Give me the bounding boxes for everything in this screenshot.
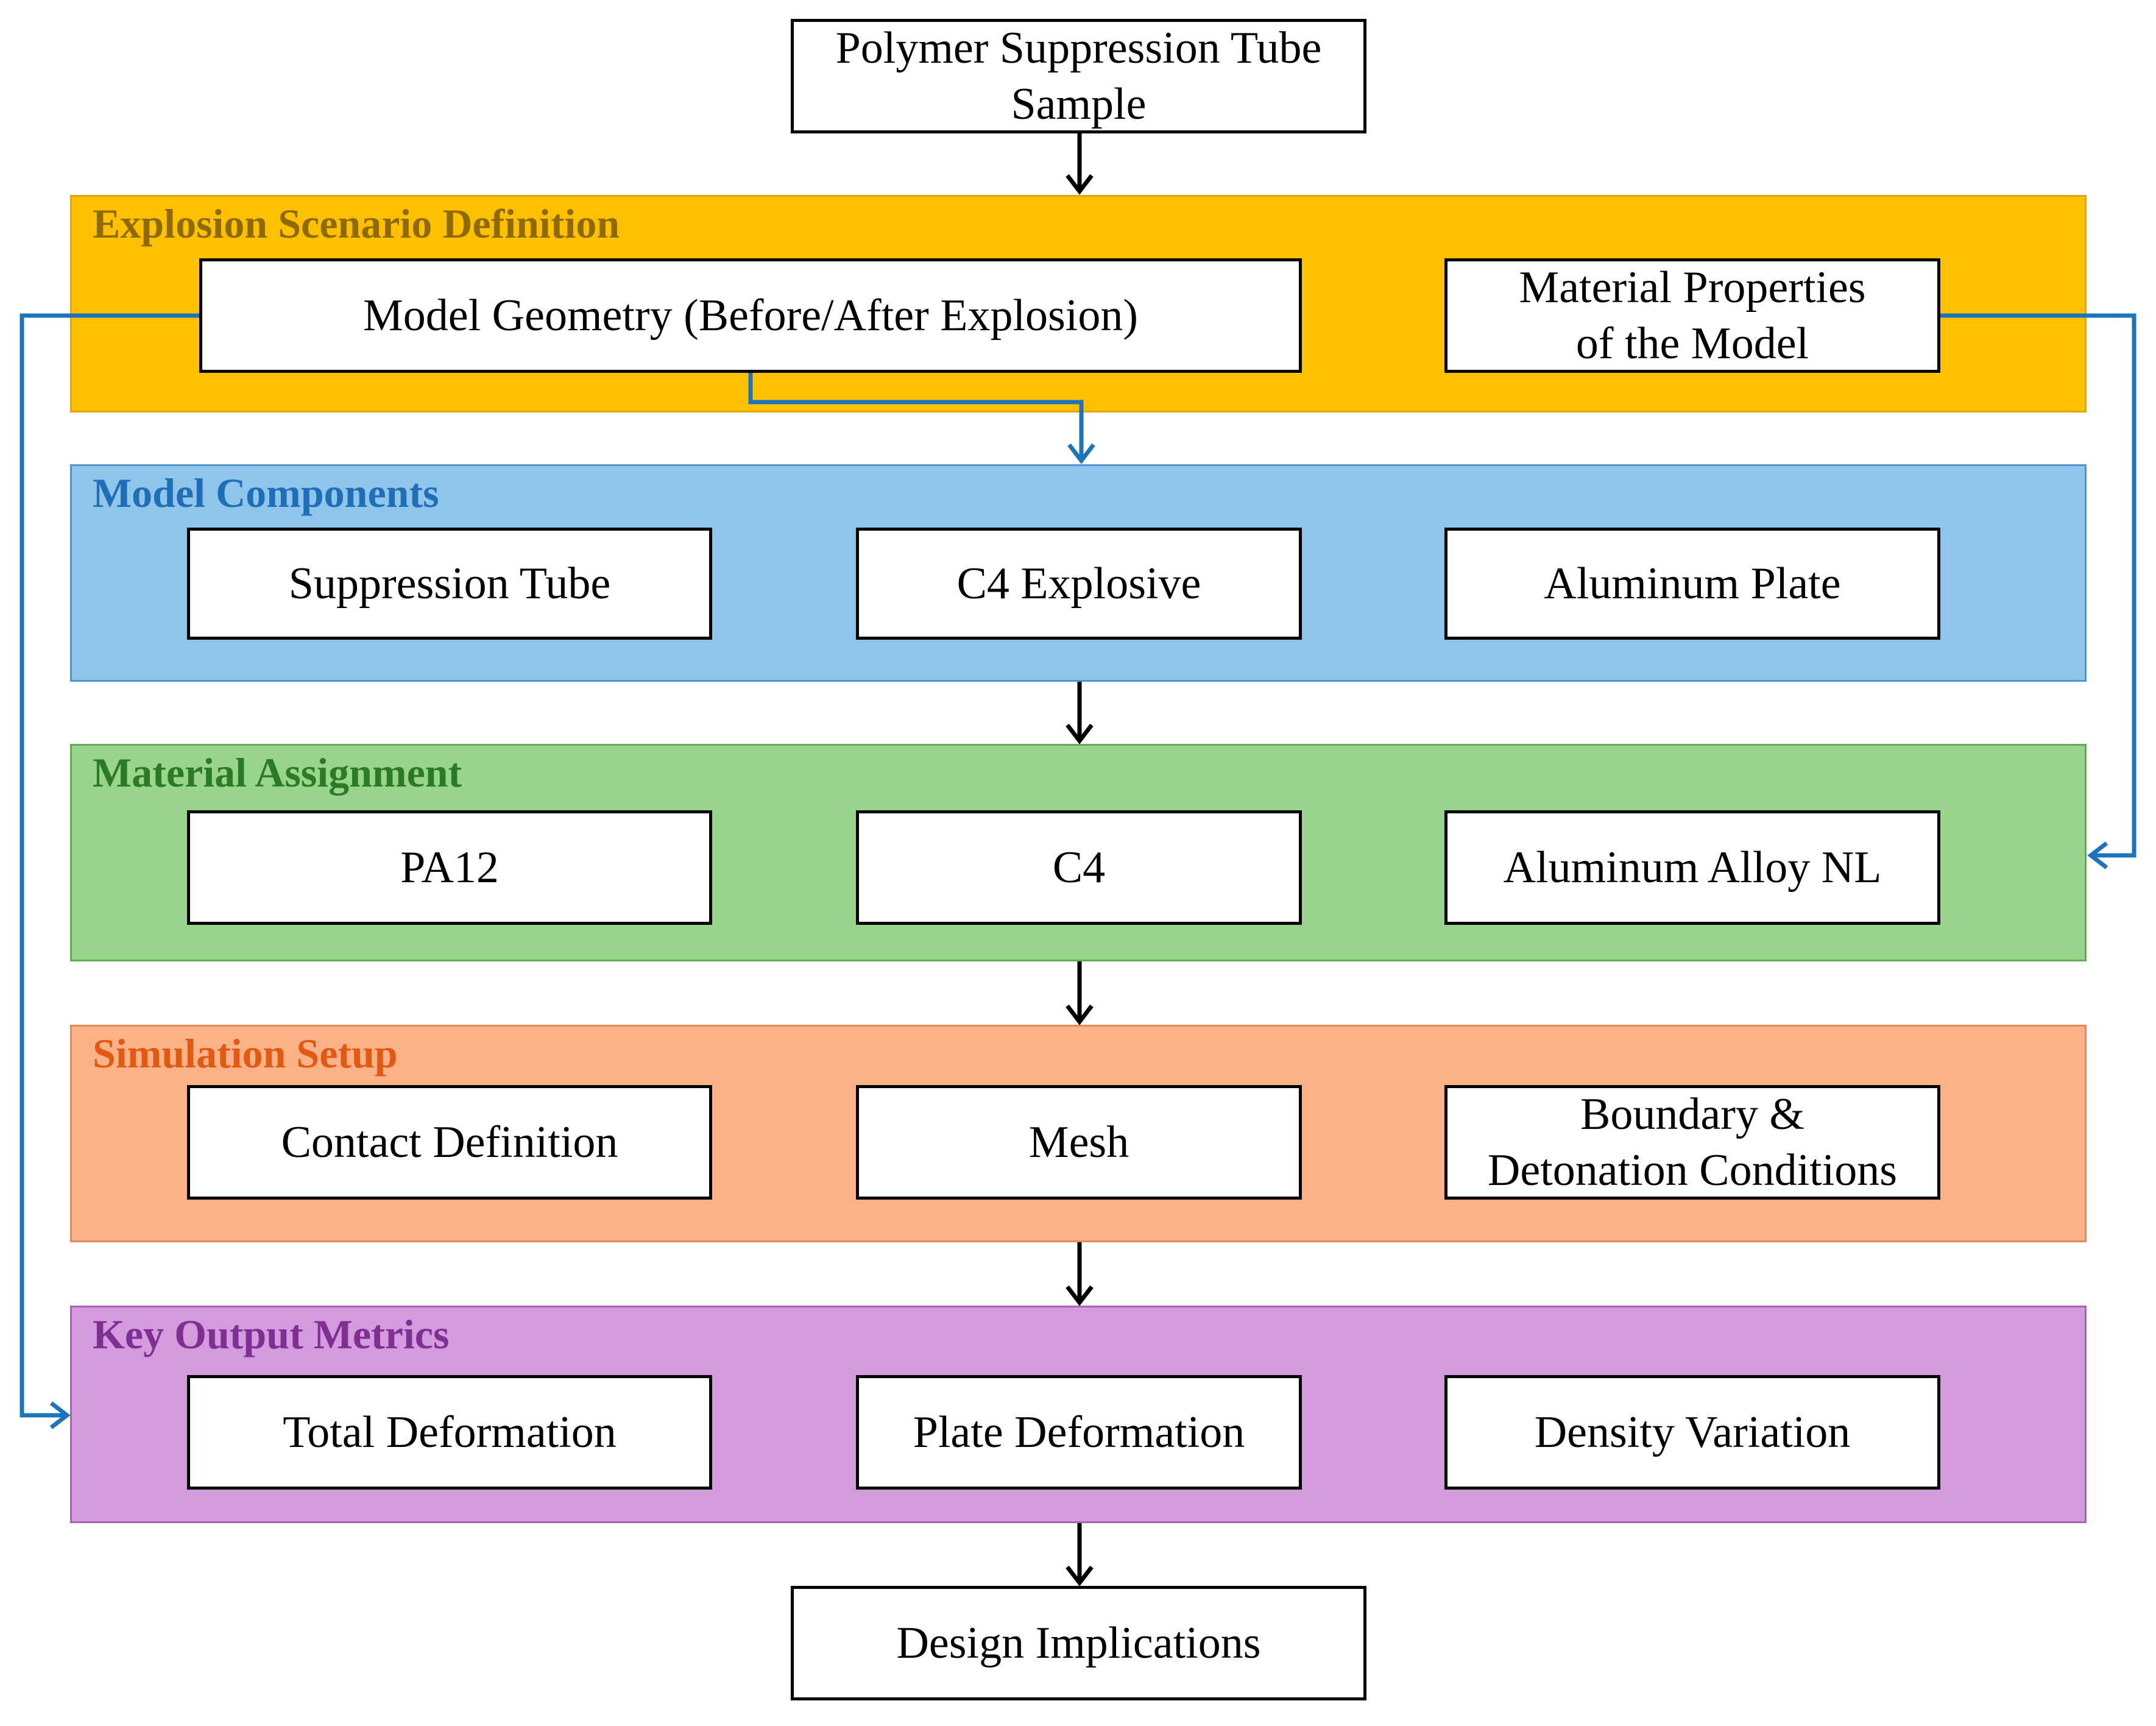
plate-deformation-box: Plate Deformation [856,1375,1302,1490]
mesh-box: Mesh [856,1085,1302,1200]
polymer-suppression-tube-sample-box: Polymer Suppression Tube Sample [791,19,1366,133]
contact-definition-box: Contact Definition [187,1085,712,1200]
boundary-detonation-conditions-box: Boundary & Detonation Conditions [1444,1085,1940,1200]
box-label: Total Deformation [283,1407,617,1457]
arrow-geometry-to-metrics [19,313,199,1429]
section-title: Simulation Setup [93,1030,398,1077]
arrow-assignment-to-simulation [1066,961,1094,1025]
arrow-properties-to-assignment [1940,313,2137,869]
arrow-sample-to-scenario [1066,133,1094,195]
arrow-geometry-to-components [748,373,1095,464]
box-label: PA12 [400,842,499,893]
box-label: Design Implications [896,1618,1261,1668]
density-variation-box: Density Variation [1444,1375,1940,1490]
suppression-tube-box: Suppression Tube [187,528,712,640]
aluminum-alloy-nl-box: Aluminum Alloy NL [1444,810,1940,925]
aluminum-plate-box: Aluminum Plate [1444,528,1940,640]
box-label: Boundary & Detonation Conditions [1487,1089,1898,1196]
box-label: C4 Explosive [956,558,1201,609]
box-label: Contact Definition [281,1117,618,1167]
pa12-box: PA12 [187,810,712,925]
arrow-components-to-assignment [1066,682,1094,745]
design-implications-box: Design Implications [791,1586,1366,1700]
box-label: Aluminum Alloy NL [1503,842,1882,893]
material-properties-box: Material Properties of the Model [1444,258,1940,373]
section-title: Key Output Metrics [93,1311,450,1357]
c4-explosive-box: C4 Explosive [856,528,1302,640]
box-label: Polymer Suppression Tube Sample [835,23,1322,130]
section-title: Model Components [93,470,439,516]
box-label: C4 [1052,842,1106,893]
box-label: Model Geometry (Before/After Explosion) [362,290,1139,341]
arrow-simulation-to-metrics [1066,1242,1094,1306]
arrow-metrics-to-design [1066,1523,1094,1586]
section-title: Material Assignment [93,749,462,796]
box-label: Material Properties of the Model [1519,262,1866,369]
model-geometry-box: Model Geometry (Before/After Explosion) [199,258,1302,373]
box-label: Density Variation [1534,1407,1851,1457]
box-label: Plate Deformation [913,1407,1245,1457]
section-title: Explosion Scenario Definition [93,200,620,247]
box-label: Suppression Tube [288,558,611,609]
box-label: Mesh [1028,1117,1129,1167]
c4-box: C4 [856,810,1302,925]
total-deformation-box: Total Deformation [187,1375,712,1490]
box-label: Aluminum Plate [1544,558,1841,609]
